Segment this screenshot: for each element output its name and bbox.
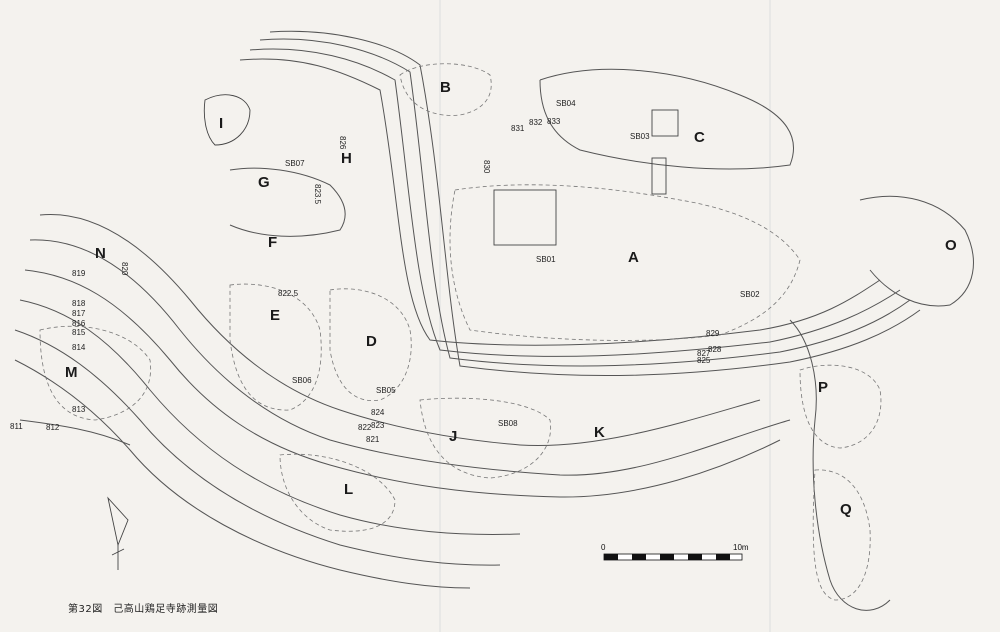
area-label-h: H <box>341 150 352 167</box>
contour-label: 832 <box>529 118 543 127</box>
area-label-l: L <box>344 481 353 498</box>
building-label-sb04: SB04 <box>556 99 576 108</box>
area-label-e: E <box>270 307 280 324</box>
scale-max-label: 10m <box>733 543 749 552</box>
contour-label: 822 <box>358 423 372 432</box>
contour-label: 830 <box>482 160 491 174</box>
area-label-k: K <box>594 424 605 441</box>
contour-label: 822.5 <box>278 289 299 298</box>
contour-label: 812 <box>46 423 60 432</box>
building-label-sb03: SB03 <box>630 132 650 141</box>
contour-label: 828 <box>708 345 722 354</box>
contour-lines <box>14 30 974 611</box>
figure-caption: 第32図 己高山鶏足寺跡測量図 <box>68 604 219 615</box>
contour-label: 818 <box>72 299 86 308</box>
contour-label: 825 <box>697 356 711 365</box>
building-label-sb06: SB06 <box>292 376 312 385</box>
area-label-m: M <box>65 364 78 381</box>
area-label-c: C <box>694 129 705 146</box>
contour-label: 820 <box>120 262 129 276</box>
contour-label: 814 <box>72 343 86 352</box>
contour-label: 829 <box>706 329 720 338</box>
north-arrow-icon <box>107 496 129 570</box>
contour-label: 831 <box>511 124 525 133</box>
contour-label: 823 <box>371 421 385 430</box>
area-label-o: O <box>945 237 957 254</box>
area-label-p: P <box>818 379 828 396</box>
contour-label: 821 <box>366 435 380 444</box>
building-label-sb02: SB02 <box>740 290 760 299</box>
building-label-sb07: SB07 <box>285 159 305 168</box>
area-label-b: B <box>440 79 451 96</box>
area-label-a: A <box>628 249 639 266</box>
contour-label: 827 <box>697 349 711 358</box>
contour-label: 819 <box>72 269 86 278</box>
contour-label: 813 <box>72 405 86 414</box>
contour-label: 811 <box>10 422 23 431</box>
contour-label: 824 <box>371 408 385 417</box>
contour-label: 833 <box>547 117 561 126</box>
scale-zero-label: 0 <box>601 543 606 552</box>
area-label-n: N <box>95 245 106 262</box>
contour-label: 826 <box>338 136 347 150</box>
area-label-g: G <box>258 174 270 191</box>
area-labels: A B C D E F G H I J K L M N O P Q <box>65 79 957 518</box>
building-label-sb08: SB08 <box>498 419 518 428</box>
area-label-f: F <box>268 234 277 251</box>
terrace-outlines <box>39 63 882 601</box>
area-label-d: D <box>366 333 377 350</box>
contour-label: 823.5 <box>313 184 322 205</box>
area-label-i: I <box>219 115 223 132</box>
building-label-sb01: SB01 <box>536 255 556 264</box>
area-label-j: J <box>449 428 457 445</box>
contour-label: 815 <box>72 328 86 337</box>
scale-bar: 0 10m <box>601 543 749 561</box>
contour-label: 816 <box>72 319 86 328</box>
contour-label: 817 <box>72 309 86 318</box>
structure-outlines <box>203 94 679 246</box>
area-label-q: Q <box>840 501 852 518</box>
building-label-sb05: SB05 <box>376 386 396 395</box>
